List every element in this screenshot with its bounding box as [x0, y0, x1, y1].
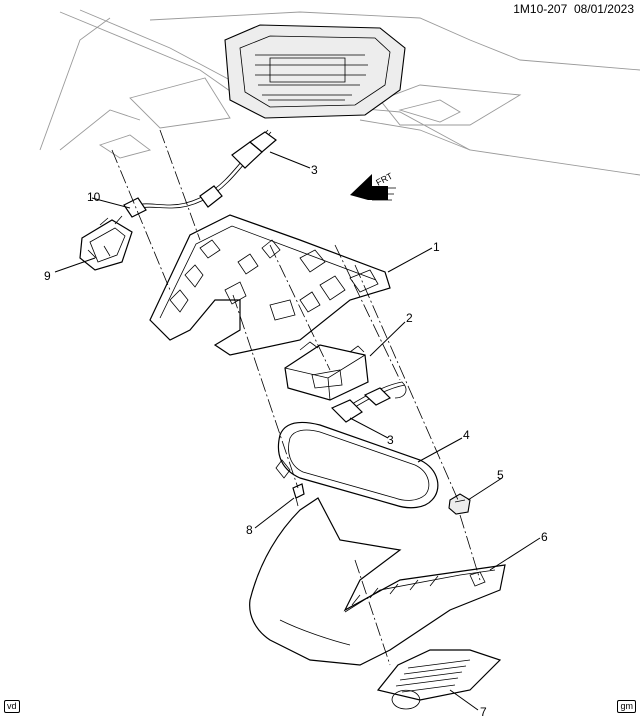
callout-10: 10 — [87, 190, 101, 204]
callout-3-upper: 3 — [311, 163, 318, 177]
callout-5: 5 — [497, 468, 504, 482]
screw — [292, 483, 305, 507]
alignment-lines — [111, 129, 481, 666]
callout-7: 7 — [480, 705, 487, 719]
callout-1: 1 — [433, 240, 440, 254]
callout-2: 2 — [406, 311, 413, 325]
clip-fastener — [448, 493, 471, 515]
callout-labels: 1 2 3 3 4 5 6 7 8 9 10 — [44, 163, 548, 719]
diagram-date: 08/01/2023 — [573, 2, 634, 16]
lower-harness — [330, 381, 407, 423]
mirror-control-module — [284, 341, 369, 401]
diagram-header: 1M10-207 08/01/2023 — [513, 3, 634, 15]
callout-9: 9 — [44, 269, 51, 283]
diagram-code: 1M10-207 — [513, 2, 568, 16]
callout-leaders — [54, 151, 541, 711]
callout-4: 4 — [463, 428, 470, 442]
mirror-cover-trim — [249, 497, 506, 666]
front-direction-indicator: FRT — [350, 171, 396, 201]
front-arrow-icon — [350, 174, 388, 200]
callout-8: 8 — [246, 523, 253, 537]
callout-3-lower: 3 — [387, 433, 394, 447]
wire-harness — [123, 129, 277, 218]
badge-right: gm — [617, 700, 636, 713]
callout-6: 6 — [541, 530, 548, 544]
front-label: FRT — [374, 171, 394, 188]
sensor-clip — [79, 215, 133, 271]
overhead-console — [224, 24, 406, 119]
rearview-mirror — [275, 421, 439, 509]
lower-cover-grille — [376, 649, 502, 710]
badge-left: vd — [4, 700, 20, 713]
mirror-bracket — [149, 214, 391, 356]
